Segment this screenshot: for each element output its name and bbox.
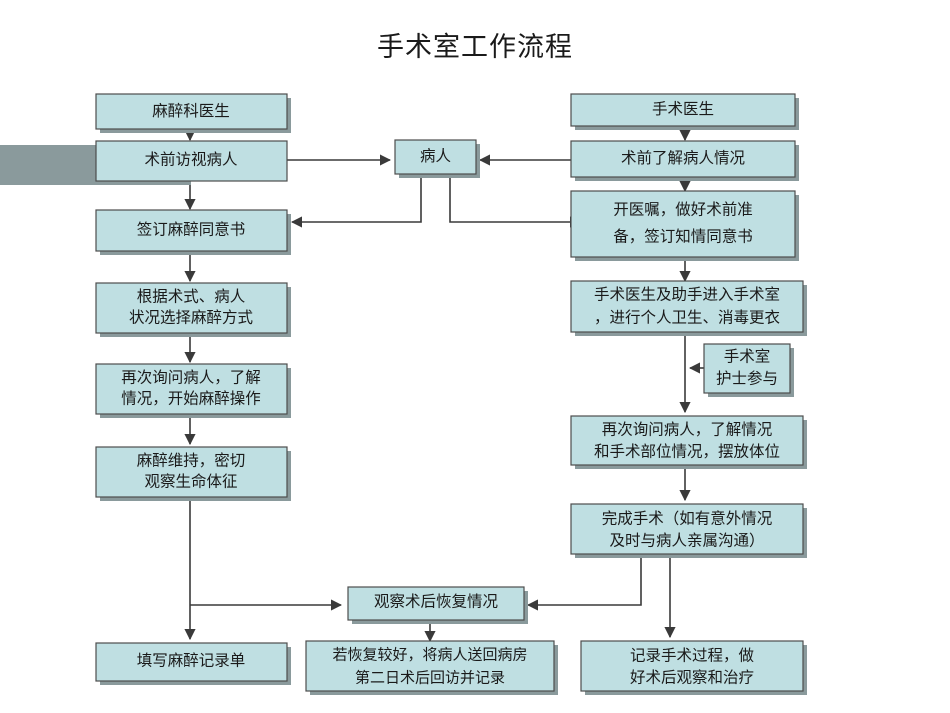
node-orders-prep-label-line2: 备，签订知情同意书 xyxy=(613,227,753,246)
node-anesthesiologist-label: 麻醉科医生 xyxy=(152,102,230,120)
node-enter-or[interactable]: 手术医生及助手进入手术室 ，进行个人卫生、消毒更衣 xyxy=(570,280,807,336)
node-anesthesia-consent[interactable]: 签订麻醉同意书 xyxy=(95,209,291,255)
node-or-nurse[interactable]: 手术室 护士参与 xyxy=(703,343,794,397)
edge-patient-to-consent xyxy=(290,176,422,228)
edge-patient-to-orders xyxy=(449,176,582,228)
node-choose-anesthesia-label-line1: 根据术式、病人 xyxy=(137,288,246,306)
node-fill-record[interactable]: 填写麻醉记录单 xyxy=(95,642,291,685)
node-record-surgery[interactable]: 记录手术过程，做 好术后观察和治疗 xyxy=(580,640,807,695)
node-observe-recovery-label: 观察术后恢复情况 xyxy=(374,593,498,611)
page-title: 手术室工作流程 xyxy=(377,32,573,62)
node-reask-patient[interactable]: 再次询问病人，了解 情况，开始麻醉操作 xyxy=(95,363,291,418)
node-reask-position-label-line1: 再次询问病人，了解情况 xyxy=(602,421,773,439)
node-choose-anesthesia-label-line2: 状况选择麻醉方式 xyxy=(129,309,253,327)
node-orders-prep[interactable]: 开医嘱，做好术前准 备，签订知情同意书 xyxy=(570,190,799,261)
node-record-surgery-label-line2: 好术后观察和治疗 xyxy=(630,669,754,687)
node-patient[interactable]: 病人 xyxy=(394,139,480,178)
node-or-nurse-label-line1: 手术室 xyxy=(724,348,771,366)
node-finish-surgery-label-line2: 及时与病人亲属沟通） xyxy=(609,532,764,550)
node-surgeon-label: 手术医生 xyxy=(652,100,714,118)
node-reask-patient-label-line1: 再次询问病人，了解 xyxy=(121,369,261,387)
node-preop-visit[interactable]: 术前访视病人 xyxy=(0,140,288,185)
node-enter-or-label-line2: ，进行个人卫生、消毒更衣 xyxy=(594,309,780,327)
node-reask-patient-label-line2: 情况，开始麻醉操作 xyxy=(121,390,261,408)
node-choose-anesthesia[interactable]: 根据术式、病人 状况选择麻醉方式 xyxy=(95,282,291,337)
node-maintain-anesthesia[interactable]: 麻醉维持，密切 观察生命体征 xyxy=(95,446,291,501)
node-fill-record-label: 填写麻醉记录单 xyxy=(137,652,246,670)
node-or-nurse-label-line2: 护士参与 xyxy=(716,370,778,388)
node-anesthesiologist[interactable]: 麻醉科医生 xyxy=(95,93,291,133)
node-reask-position-label-line2: 和手术部位情况，摆放体位 xyxy=(594,443,780,461)
edge-finish-to-observe-recovery xyxy=(526,554,642,611)
node-recovery-good-label-line1: 若恢复较好，将病人送回病房 xyxy=(332,645,527,663)
node-finish-surgery-label-line1: 完成手术（如有意外情况 xyxy=(602,509,773,528)
node-observe-recovery[interactable]: 观察术后恢复情况 xyxy=(347,586,528,624)
node-preop-understand-label: 术前了解病人情况 xyxy=(621,149,745,167)
node-patient-label: 病人 xyxy=(420,147,451,165)
node-finish-surgery[interactable]: 完成手术（如有意外情况 及时与病人亲属沟通） xyxy=(570,503,807,558)
node-surgeon[interactable]: 手术医生 xyxy=(570,93,799,130)
node-preop-understand[interactable]: 术前了解病人情况 xyxy=(570,140,799,181)
node-recovery-good-label-line2: 第二日术后回访并记录 xyxy=(355,668,505,686)
node-orders-prep-label-line1: 开医嘱，做好术前准 xyxy=(613,201,753,219)
node-recovery-good[interactable]: 若恢复较好，将病人送回病房 第二日术后回访并记录 xyxy=(305,640,558,695)
node-maintain-anesthesia-label-line2: 观察生命体征 xyxy=(144,473,237,491)
node-maintain-anesthesia-label-line1: 麻醉维持，密切 xyxy=(137,452,246,470)
node-reask-position[interactable]: 再次询问病人，了解情况 和手术部位情况，摆放体位 xyxy=(570,415,807,469)
node-enter-or-label-line1: 手术医生及助手进入手术室 xyxy=(594,286,780,304)
node-record-surgery-label-line1: 记录手术过程，做 xyxy=(630,647,755,665)
node-anesthesia-consent-label: 签订麻醉同意书 xyxy=(137,220,246,239)
edges-layer xyxy=(184,129,704,643)
node-preop-visit-label: 术前访视病人 xyxy=(144,151,237,169)
